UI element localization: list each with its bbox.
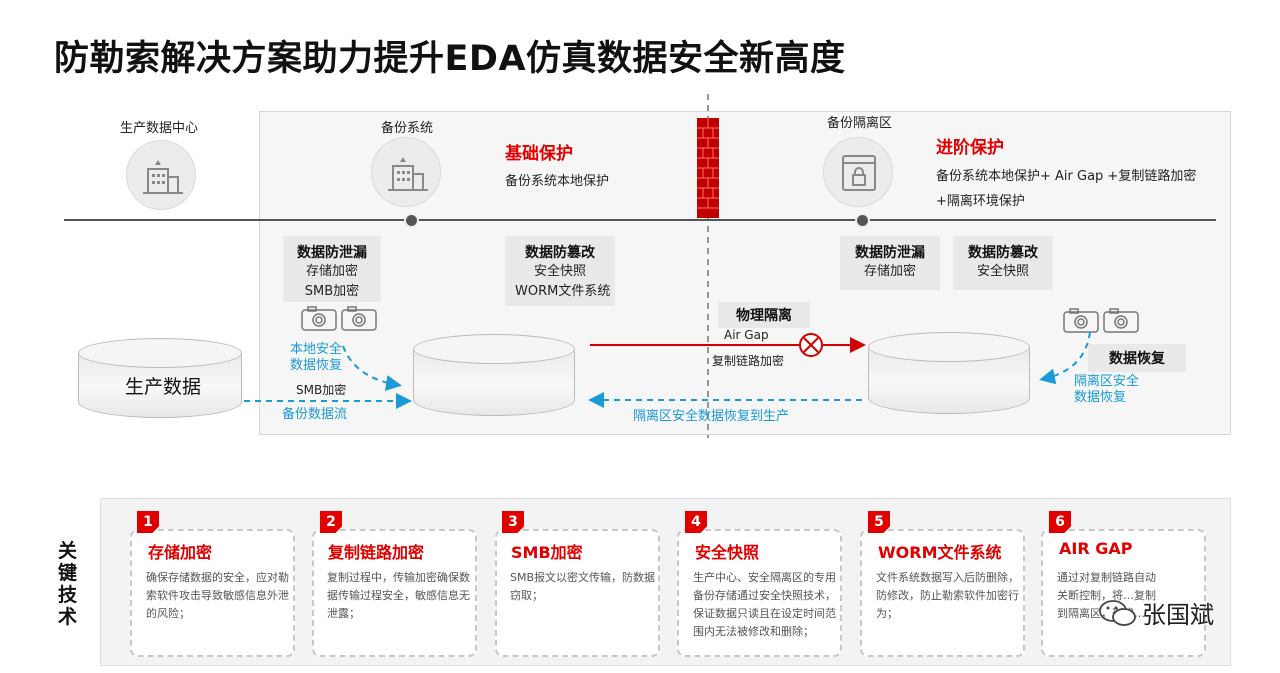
- smb-encryption-label: SMB加密: [296, 383, 347, 397]
- snapshot-icon: [1063, 308, 1139, 333]
- cylinder-top: [78, 338, 242, 368]
- box-item: 安全快照: [533, 264, 586, 279]
- card-title: 存储加密: [148, 543, 213, 562]
- isolation-restore-label: 隔离区安全: [1074, 374, 1140, 389]
- site-label-backup: 备份系统: [381, 121, 434, 136]
- snapshot-icon: [301, 306, 377, 331]
- advanced-protection-heading: 进阶保护: [936, 138, 1004, 158]
- box-title: 数据防泄漏: [855, 245, 925, 261]
- firewall-icon: [697, 118, 719, 218]
- timeline-line: [64, 219, 1216, 221]
- card-number-badge: 6: [1049, 511, 1071, 533]
- data-restore-box: 数据恢复: [1088, 344, 1186, 372]
- physical-isolation-box: 物理隔离: [718, 302, 810, 328]
- site-label-prod: 生产数据中心: [120, 121, 199, 136]
- tamper-protection-box-mid: 数据防篡改 安全快照 WORM文件系统: [505, 236, 615, 306]
- card-text: 生产中心、安全隔离区的专用备份存储通过安全快照技术，保证数据只读且在设定时间范围…: [693, 571, 836, 638]
- card-text: 文件系统数据写入后防删除，防修改，防止勒索软件加密行为；: [876, 571, 1019, 620]
- leak-protection-box-right: 数据防泄漏 存储加密: [840, 236, 940, 290]
- cylinder-top: [868, 332, 1030, 362]
- isolation-restore-to-prod-label: 隔离区安全数据恢复到生产: [633, 409, 790, 424]
- card-text: 复制过程中，传输加密确保数据传输过程安全，敏感信息无泄露；: [327, 571, 470, 620]
- tech-card: [1041, 529, 1206, 657]
- secure-window-icon: [823, 137, 893, 207]
- card-number-badge: 5: [868, 511, 890, 533]
- box-item: 存储加密: [863, 264, 916, 279]
- box-item: WORM文件系统: [515, 284, 611, 299]
- building-icon: [126, 140, 196, 210]
- building-icon: [371, 137, 441, 207]
- site-label-isolation: 备份隔离区: [827, 116, 893, 131]
- key-technologies-label: 关键技术: [58, 540, 78, 628]
- wechat-icon: [1099, 600, 1136, 626]
- card-title: WORM文件系统: [878, 543, 1002, 562]
- air-gap-label: Air Gap: [724, 328, 769, 342]
- local-restore-label: 本地安全: [290, 342, 343, 357]
- box-item: 存储加密: [305, 264, 358, 279]
- local-restore-label-2: 数据恢复: [290, 358, 343, 373]
- backup-flow-label: 备份数据流: [282, 407, 348, 422]
- box-title: 数据防篡改: [525, 245, 595, 261]
- card-title: 复制链路加密: [328, 543, 425, 562]
- isolation-restore-label-2: 数据恢复: [1074, 390, 1127, 405]
- box-title: 数据恢复: [1109, 351, 1165, 367]
- card-number-badge: 2: [320, 511, 342, 533]
- page-title: 防勒索解决方案助力提升EDA仿真数据安全新高度: [54, 39, 846, 79]
- cylinder-top: [413, 334, 575, 364]
- box-title: 数据防泄漏: [297, 245, 367, 261]
- box-item: SMB加密: [304, 284, 360, 299]
- tech-card: [860, 529, 1025, 657]
- tech-card: [677, 529, 842, 657]
- card-title: SMB加密: [511, 543, 583, 562]
- basic-protection-desc: 备份系统本地保护: [505, 174, 610, 189]
- timeline-dot-isolation: [855, 213, 870, 228]
- advanced-protection-desc: 备份系统本地保护+ Air Gap +复制链路加密: [936, 169, 1197, 184]
- tech-card: [495, 529, 660, 657]
- card-number-badge: 4: [685, 511, 707, 533]
- timeline-dot-backup: [404, 213, 419, 228]
- advanced-protection-desc-2: +隔离环境保护: [936, 194, 1025, 209]
- box-title: 数据防篡改: [968, 245, 1038, 261]
- card-number-badge: 3: [502, 511, 524, 533]
- card-text: SMB报文以密文传输，防数据窃取；: [510, 571, 656, 602]
- card-number-badge: 1: [137, 511, 159, 533]
- box-title: 物理隔离: [736, 308, 792, 324]
- card-text: 确保存储数据的安全，应对勒索软件攻击导致敏感信息外泄的风险；: [146, 571, 289, 620]
- link-encryption-label: 复制链路加密: [712, 354, 785, 368]
- box-item: 安全快照: [976, 264, 1029, 279]
- card-title: AIR GAP: [1059, 539, 1133, 558]
- watermark-text: 张国斌: [1142, 601, 1214, 629]
- production-data-label: 生产数据: [125, 376, 202, 398]
- tech-card: [312, 529, 477, 657]
- card-title: 安全快照: [695, 543, 760, 562]
- tech-card: [130, 529, 295, 657]
- leak-protection-box-left: 数据防泄漏 存储加密 SMB加密: [283, 236, 381, 302]
- basic-protection-heading: 基础保护: [505, 144, 573, 164]
- tamper-protection-box-right: 数据防篡改 安全快照: [953, 236, 1053, 290]
